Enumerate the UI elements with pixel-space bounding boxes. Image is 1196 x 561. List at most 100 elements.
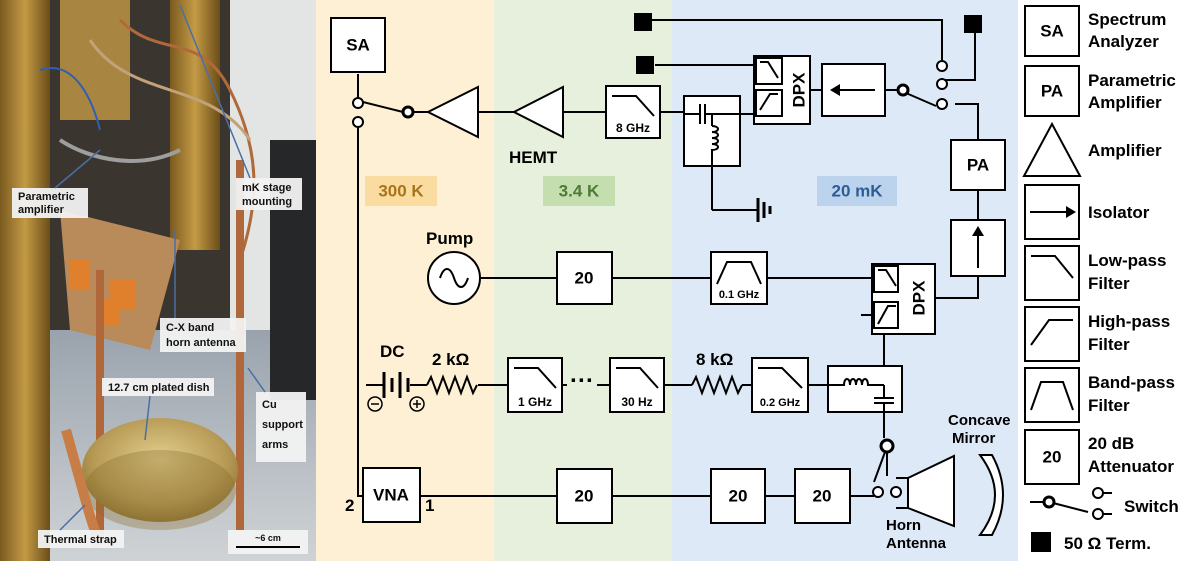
svg-text:50 Ω Term.: 50 Ω Term. xyxy=(1064,534,1151,553)
svg-text:Isolator: Isolator xyxy=(1088,203,1150,222)
svg-text:8 kΩ: 8 kΩ xyxy=(696,350,733,369)
svg-text:20: 20 xyxy=(575,486,594,505)
bias-tee-top xyxy=(683,95,741,167)
zone-tag-3-4k: 3.4 K xyxy=(543,176,615,206)
hemt-amplifier: HEMT xyxy=(509,85,564,167)
svg-text:Filter: Filter xyxy=(1088,396,1130,415)
svg-text:Parametric: Parametric xyxy=(1088,71,1176,90)
concave-mirror: Concave Mirror xyxy=(948,412,1011,536)
attenuator-bottom-1: 20 xyxy=(556,468,613,524)
vector-network-analyzer: VNA 2 1 xyxy=(345,467,434,523)
svg-text:PA: PA xyxy=(1041,81,1063,100)
lowpass-filter-1ghz: 1 GHz xyxy=(507,357,563,413)
switch-mk-top[interactable] xyxy=(896,60,948,110)
svg-text:20 mK: 20 mK xyxy=(831,181,883,200)
photo-label-parametric-amplifier: Parametric amplifier xyxy=(12,149,101,218)
svg-text:C-X band: C-X band xyxy=(166,322,214,334)
termination-mid-left xyxy=(636,56,654,74)
svg-text:Antenna: Antenna xyxy=(886,535,947,552)
svg-text:2 kΩ: 2 kΩ xyxy=(432,350,469,369)
legend-highpass-filter: High-pass Filter xyxy=(1024,306,1170,362)
attenuator-pump: 20 xyxy=(556,251,613,305)
svg-text:Parametric: Parametric xyxy=(18,191,75,203)
switch-room-temperature[interactable] xyxy=(352,97,415,128)
legend-parametric-amplifier: PA Parametric Amplifier xyxy=(1024,65,1176,117)
svg-text:20: 20 xyxy=(575,268,594,287)
svg-text:Switch: Switch xyxy=(1124,497,1179,516)
legend-attenuator: 20 20 dB Attenuator xyxy=(1024,429,1174,485)
svg-text:Attenuator: Attenuator xyxy=(1088,457,1174,476)
ground-symbol xyxy=(712,198,772,222)
svg-text:Horn: Horn xyxy=(886,517,921,534)
svg-text:Amplifier: Amplifier xyxy=(1088,141,1162,160)
attenuator-bottom-2: 20 xyxy=(710,468,766,524)
svg-text:1: 1 xyxy=(425,496,434,515)
svg-text:arms: arms xyxy=(262,439,288,451)
svg-text:DC: DC xyxy=(380,342,405,361)
svg-text:20: 20 xyxy=(729,486,748,505)
isolator-vertical xyxy=(950,219,1006,277)
svg-text:Spectrum: Spectrum xyxy=(1088,10,1166,29)
legend-switch: Switch xyxy=(1030,487,1179,520)
svg-text:20 dB: 20 dB xyxy=(1088,434,1134,453)
legend-lowpass-filter: Low-pass Filter xyxy=(1024,245,1166,301)
svg-text:High-pass: High-pass xyxy=(1088,312,1170,331)
parametric-amplifier: PA xyxy=(950,139,1006,191)
svg-text:support: support xyxy=(262,419,303,431)
circuit-schematic: 300 K 3.4 K 20 mK SA xyxy=(316,0,1018,561)
svg-text:2: 2 xyxy=(345,496,354,515)
diplexer-top: DPX xyxy=(753,55,811,125)
switch-mk-bottom[interactable] xyxy=(872,438,902,498)
svg-text:DPX: DPX xyxy=(909,280,928,316)
svg-text:amplifier: amplifier xyxy=(18,204,65,216)
filter-ellipsis: ··· xyxy=(570,367,594,394)
svg-text:DPX: DPX xyxy=(789,72,808,108)
photo-label-mk-stage: mK stage mounting xyxy=(179,4,302,210)
svg-text:30 Hz: 30 Hz xyxy=(621,395,652,409)
setup-photo: Parametric amplifier mK stage mounting C… xyxy=(0,0,316,561)
svg-text:Pump: Pump xyxy=(426,229,473,248)
svg-text:SA: SA xyxy=(346,35,370,54)
svg-text:mounting: mounting xyxy=(242,196,292,208)
photo-label-horn-antenna: C-X band horn antenna xyxy=(160,230,246,352)
svg-text:Amplifier: Amplifier xyxy=(1088,93,1162,112)
resistor-2k: 2 kΩ xyxy=(426,350,478,396)
svg-text:PA: PA xyxy=(967,155,989,174)
horn-antenna: Horn Antenna xyxy=(886,454,955,552)
photo-scale-bar: ~6 cm xyxy=(228,530,308,554)
isolator-top xyxy=(821,63,886,117)
svg-text:Filter: Filter xyxy=(1088,274,1130,293)
svg-text:0.2 GHz: 0.2 GHz xyxy=(760,397,801,409)
svg-text:Cu: Cu xyxy=(262,399,277,411)
attenuator-bottom-3: 20 xyxy=(794,468,851,524)
svg-text:Concave: Concave xyxy=(948,412,1011,429)
svg-text:Mirror: Mirror xyxy=(952,430,996,447)
lowpass-filter-0-2ghz: 0.2 GHz xyxy=(751,357,809,413)
legend-isolator: Isolator xyxy=(1024,184,1150,240)
bias-tee-bottom xyxy=(827,365,903,413)
photo-label-cu-arms: Cu support arms xyxy=(247,367,306,462)
svg-text:Band-pass: Band-pass xyxy=(1088,373,1175,392)
legend: SA Spectrum Analyzer PA Parametric Ampli… xyxy=(1018,0,1196,561)
legend-termination: 50 Ω Term. xyxy=(1031,532,1151,553)
legend-spectrum-analyzer: SA Spectrum Analyzer xyxy=(1024,5,1166,57)
spectrum-analyzer: SA xyxy=(330,17,386,73)
svg-text:Analyzer: Analyzer xyxy=(1088,32,1159,51)
svg-text:horn antenna: horn antenna xyxy=(166,337,237,349)
svg-text:~6 cm: ~6 cm xyxy=(255,533,281,543)
photo-label-thermal-strap: Thermal strap xyxy=(38,504,124,548)
legend-amplifier: Amplifier xyxy=(1022,121,1162,177)
svg-text:SA: SA xyxy=(1040,21,1064,40)
resistor-8k: 8 kΩ xyxy=(691,350,743,396)
svg-text:Low-pass: Low-pass xyxy=(1088,251,1166,270)
svg-text:HEMT: HEMT xyxy=(509,148,558,167)
termination-top-right xyxy=(964,15,982,33)
svg-text:20: 20 xyxy=(813,486,832,505)
termination-top-left xyxy=(634,13,652,31)
svg-text:Thermal strap: Thermal strap xyxy=(44,534,117,546)
svg-text:20: 20 xyxy=(1043,447,1062,466)
svg-text:mK stage: mK stage xyxy=(242,182,292,194)
svg-text:3.4 K: 3.4 K xyxy=(559,181,600,200)
legend-bandpass-filter: Band-pass Filter xyxy=(1024,367,1175,423)
lowpass-filter-30hz: 30 Hz xyxy=(609,357,665,413)
